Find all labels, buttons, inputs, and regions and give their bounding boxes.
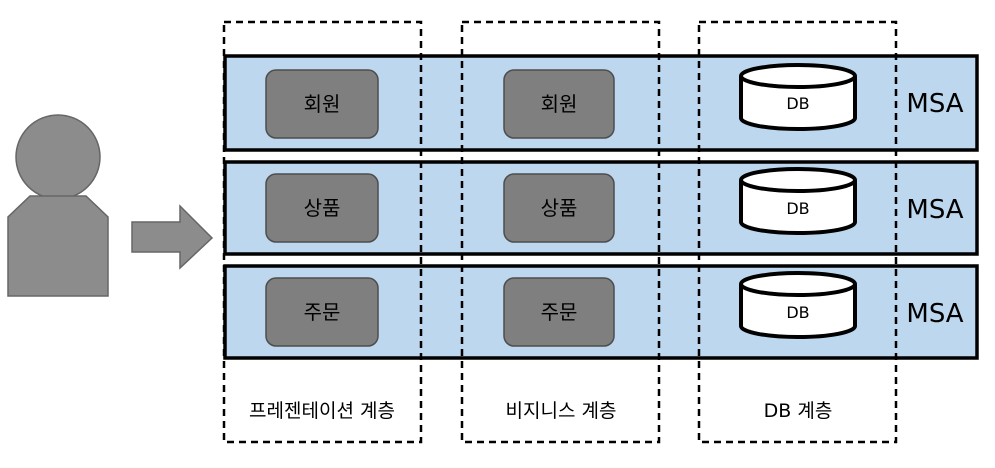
database-icon	[739, 63, 857, 131]
presentation-service-box[interactable]	[265, 173, 379, 243]
msa-band: 회원 회원 DB MSA	[223, 54, 979, 152]
database-label: DB	[786, 199, 809, 218]
presentation-layer-label: 프레젠테이션 계층	[249, 400, 395, 422]
msa-band: 상품 상품 DB MSA	[223, 160, 979, 256]
presentation-service-box[interactable]	[265, 277, 379, 347]
business-service-box[interactable]	[503, 277, 615, 347]
msa-band: 주문 주문 DB MSA	[223, 264, 979, 360]
database-cylinder-top	[739, 167, 857, 193]
database-cylinder-body	[739, 76, 857, 131]
database-label: DB	[786, 94, 809, 113]
database-label: DB	[786, 303, 809, 322]
presentation-layer-box	[222, 20, 423, 444]
person-body	[7, 195, 109, 297]
person-head	[15, 114, 101, 200]
database-icon	[739, 167, 857, 235]
msa-label: MSA	[906, 299, 963, 329]
right-arrow-icon	[131, 204, 214, 270]
msa-label: MSA	[906, 195, 963, 225]
person-icon	[7, 114, 109, 297]
presentation-service-label: 회원	[304, 92, 341, 116]
database-cylinder-top	[739, 271, 857, 297]
business-service-label: 회원	[541, 92, 578, 116]
presentation-service-label: 상품	[304, 196, 341, 220]
database-icon	[739, 271, 857, 339]
msa-label: MSA	[906, 89, 963, 119]
presentation-service-label: 주문	[304, 300, 341, 324]
db-layer-box	[697, 20, 898, 444]
business-layer-label: 비지니스 계층	[506, 400, 617, 422]
database-cylinder-body	[739, 284, 857, 339]
database-cylinder-top	[739, 63, 857, 89]
db-layer-label: DB 계층	[764, 400, 833, 422]
business-service-box[interactable]	[503, 69, 615, 139]
business-layer-box	[460, 20, 661, 444]
business-service-label: 주문	[541, 300, 578, 324]
business-service-box[interactable]	[503, 173, 615, 243]
database-cylinder-body	[739, 180, 857, 235]
business-service-label: 상품	[541, 196, 578, 220]
presentation-service-box[interactable]	[265, 69, 379, 139]
